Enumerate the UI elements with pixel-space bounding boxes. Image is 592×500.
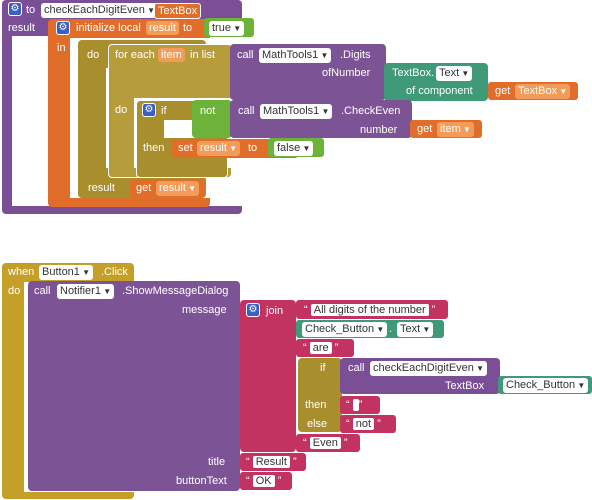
get-result-dropdown[interactable]: result — [156, 181, 200, 196]
string-even[interactable]: “ Even ” — [303, 437, 348, 449]
string-are[interactable]: “ are ” — [303, 342, 339, 354]
get-textbox-dropdown[interactable]: TextBox — [515, 84, 571, 99]
in-list-label: in list — [190, 49, 216, 61]
join-label: join — [266, 305, 284, 317]
join-mutator-icon[interactable]: ⚙ — [246, 303, 260, 317]
show-message-dialog-block[interactable] — [28, 281, 240, 491]
then-label: then — [143, 142, 165, 154]
digits-method-label: .Digits — [340, 49, 371, 61]
string-even-value[interactable]: Even — [309, 437, 341, 449]
procedure-to-label: to — [26, 4, 36, 16]
procedure-mutator-icon[interactable]: ⚙ — [8, 2, 22, 16]
if-expr-label: if — [320, 362, 326, 374]
string-all-digits-value[interactable]: All digits of the number — [310, 304, 429, 316]
initialize-local-label: initialize local — [76, 22, 141, 34]
title-label: title — [208, 456, 226, 468]
button-text-label: buttonText — [176, 475, 227, 487]
string-all-digits[interactable]: “ All digits of the number ” — [304, 304, 436, 316]
then-expr-label: then — [305, 399, 327, 411]
notifier-call-label: call — [34, 285, 51, 297]
when-label: when — [8, 266, 35, 278]
initialize-mutator-icon[interactable]: ⚙ — [56, 21, 70, 35]
string-not-value[interactable]: not — [352, 418, 375, 430]
set-label: set — [178, 142, 193, 154]
not-block[interactable] — [192, 100, 232, 138]
of-component-label: of component — [406, 85, 473, 97]
get-item-label: get — [417, 123, 433, 135]
string-ok-value[interactable]: OK — [252, 475, 275, 487]
string-blank-value[interactable] — [352, 399, 359, 411]
string-are-value[interactable]: are — [309, 342, 332, 354]
procedure-name-field[interactable]: checkEachDigitEven — [41, 3, 159, 18]
check-even-call-label: call — [238, 105, 255, 117]
show-dialog-method-label: .ShowMessageDialog — [122, 285, 229, 297]
event-do-label: do — [8, 285, 21, 297]
check-even-component-dropdown[interactable]: MathTools1 — [260, 104, 333, 119]
check-button-component-dropdown-2[interactable]: Check_Button — [503, 378, 589, 393]
set-to-label: to — [248, 142, 258, 154]
get-textbox-label: get — [495, 85, 511, 97]
button-component-dropdown[interactable]: Button1 — [39, 265, 94, 280]
false-dropdown[interactable]: false — [274, 141, 314, 156]
any-textbox-prop-dropdown[interactable]: Text — [436, 66, 473, 81]
notifier-component-dropdown[interactable]: Notifier1 — [57, 284, 115, 299]
digits-call-label: call — [237, 49, 254, 61]
string-blank-block[interactable] — [340, 396, 380, 414]
do-label: do — [87, 49, 100, 61]
procedure-param-textbox[interactable]: TextBox — [154, 3, 202, 19]
check-button-component-dropdown[interactable]: Check_Button — [302, 322, 388, 337]
if-mutator-icon[interactable]: ⚙ — [142, 103, 156, 117]
not-label: not — [200, 105, 216, 117]
string-ok[interactable]: “ OK ” — [246, 475, 282, 487]
for-each-item-var[interactable]: item — [158, 48, 185, 62]
string-result[interactable]: “ Result ” — [246, 456, 297, 468]
initialize-to-label: to — [183, 22, 193, 34]
else-expr-label: else — [307, 418, 328, 430]
set-var-dropdown[interactable]: result — [197, 141, 241, 156]
digits-component-dropdown[interactable]: MathTools1 — [259, 48, 332, 63]
check-even-method-label: .CheckEven — [341, 105, 401, 117]
get-result-label: get — [136, 182, 152, 194]
if-then-else-block[interactable] — [298, 358, 342, 432]
message-label: message — [182, 304, 227, 316]
string-result-value[interactable]: Result — [252, 456, 290, 468]
for-each-label: for each — [115, 49, 155, 61]
call-procedure-dropdown[interactable]: checkEachDigitEven — [370, 361, 488, 376]
get-item-dropdown[interactable]: item — [437, 122, 474, 137]
string-not[interactable]: “ not ” — [346, 418, 381, 430]
of-number-label: ofNumber — [322, 67, 371, 79]
join-block[interactable] — [240, 300, 296, 452]
dot-label: . — [389, 323, 393, 335]
local-var-name-field[interactable]: result — [146, 21, 179, 35]
initialize-in-label: in — [57, 42, 66, 54]
true-dropdown[interactable]: true — [209, 21, 245, 36]
check-button-prop-dropdown[interactable]: Text — [397, 322, 434, 337]
if-label: if — [161, 105, 167, 117]
number-label: number — [360, 124, 398, 136]
string-blank[interactable]: “ ” — [346, 399, 363, 411]
click-event-label: .Click — [101, 266, 128, 278]
procedure-result-label: result — [8, 22, 35, 34]
for-each-do-label: do — [115, 104, 128, 116]
textbox-arg-label: TextBox — [445, 380, 485, 392]
any-textbox-label: TextBox. — [392, 67, 435, 79]
result-label: result — [88, 182, 115, 194]
call-procedure-label: call — [348, 362, 365, 374]
